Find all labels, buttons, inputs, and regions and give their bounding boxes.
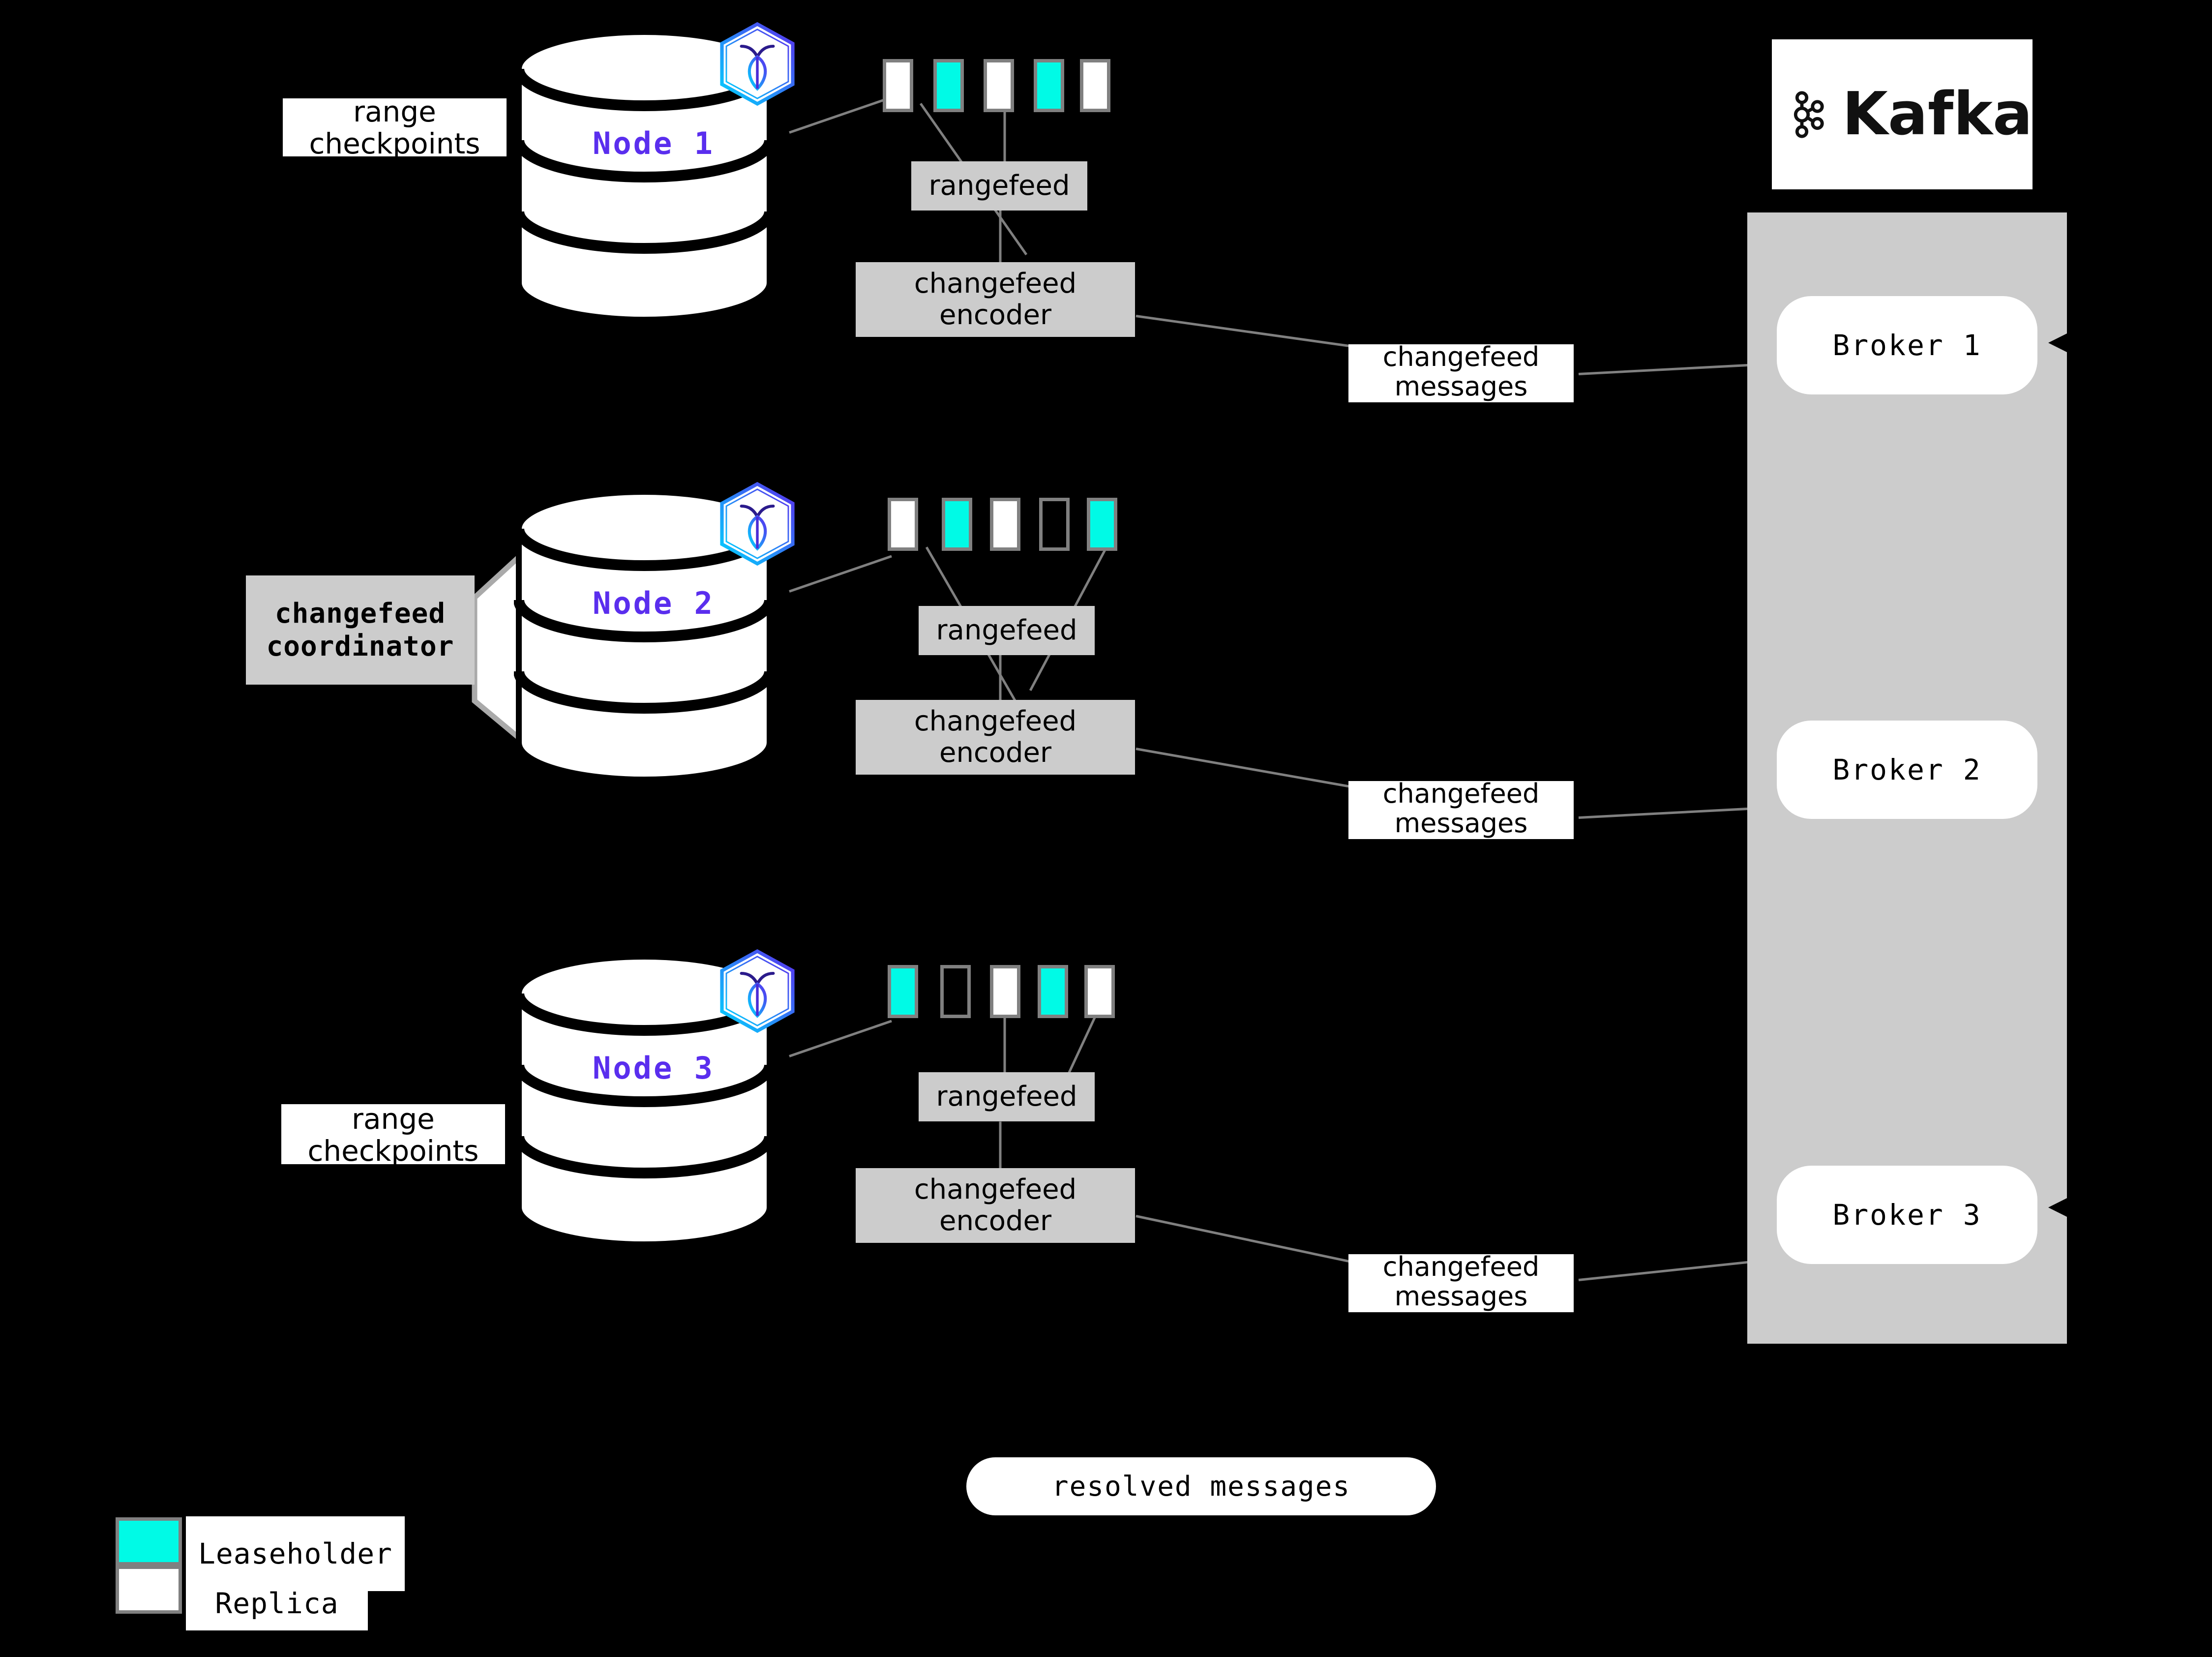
- range-checkpoints-label-node1: range checkpoints: [283, 95, 507, 159]
- connector-node3-encoder-to-messages: [1136, 1215, 1353, 1264]
- connector-node2-encoder-to-messages: [1136, 748, 1354, 789]
- range-box: [1034, 59, 1064, 112]
- encoder-line2: encoder: [939, 299, 1052, 331]
- node-2-label: Node 2: [593, 585, 715, 621]
- changefeed-messages-line2: messages: [1394, 808, 1528, 839]
- legend-text: Replica: [215, 1587, 339, 1620]
- broker-box-3[interactable]: Broker 3: [1777, 1166, 2037, 1264]
- connector-node3-to-ranges: [789, 1020, 892, 1057]
- coordinator-line1: changefeed: [274, 597, 446, 630]
- rangefeed-label: rangefeed: [936, 1080, 1077, 1113]
- rangefeed-box-node3[interactable]: rangefeed: [919, 1072, 1095, 1121]
- kafka-logo-icon: [1794, 90, 1824, 138]
- legend-swatch-leaseholder: [116, 1517, 182, 1566]
- changefeed-messages-label-node2: changefeed messages: [1348, 778, 1574, 839]
- encoder-line1: changefeed: [914, 1173, 1077, 1205]
- connector-node2-messages-to-kafka: [1578, 807, 1751, 819]
- kafka-logo-text: Kafka: [1842, 80, 2033, 149]
- cockroachdb-hex-icon: [713, 480, 802, 570]
- range-box: [888, 965, 918, 1018]
- legend-swatch-replica: [116, 1566, 182, 1614]
- connector-node1-to-ranges: [789, 96, 892, 134]
- changefeed-messages-line2: messages: [1394, 1281, 1528, 1312]
- range-checkpoints-line1: range: [352, 1102, 435, 1136]
- changefeed-messages-label-node1: changefeed messages: [1348, 341, 1574, 402]
- changefeed-messages-line1: changefeed: [1382, 1251, 1540, 1282]
- range-box: [1084, 965, 1115, 1018]
- range-box: [888, 498, 918, 551]
- range-box: [1039, 498, 1070, 551]
- range-box: [984, 59, 1014, 112]
- broker-3-inbound-arrow-icon: [2048, 1195, 2068, 1222]
- connector-node2-to-ranges: [789, 555, 892, 593]
- resolved-messages-ellipse: resolved messages: [966, 1457, 1436, 1515]
- node-2-cylinder: [514, 487, 775, 784]
- changefeed-encoder-box-node2[interactable]: changefeed encoder: [856, 700, 1135, 775]
- encoder-line1: changefeed: [914, 705, 1077, 737]
- cockroachdb-hex-icon: [713, 20, 802, 110]
- connector-node3-messages-to-kafka: [1578, 1261, 1750, 1281]
- range-box: [940, 965, 971, 1018]
- changefeed-coordinator-box[interactable]: changefeed coordinator: [246, 575, 475, 685]
- node-3-cylinder: [514, 952, 775, 1249]
- broker-label: Broker 2: [1832, 753, 1982, 786]
- range-box: [1087, 498, 1117, 551]
- rangefeed-box-node2[interactable]: rangefeed: [919, 606, 1095, 655]
- range-checkpoints-line2: checkpoints: [307, 1134, 479, 1168]
- node-1-cylinder: [514, 27, 775, 325]
- range-checkpoints-label-node3: range checkpoints: [281, 1102, 505, 1168]
- broker-1-inbound-arrow-icon: [2048, 331, 2068, 357]
- changefeed-messages-line2: messages: [1394, 371, 1528, 402]
- resolved-messages-label: resolved messages: [1051, 1470, 1351, 1503]
- legend-label-replica: Replica: [186, 1576, 368, 1630]
- range-checkpoints-line2: checkpoints: [309, 126, 480, 160]
- changefeed-messages-line1: changefeed: [1382, 341, 1540, 372]
- range-box: [990, 965, 1020, 1018]
- range-box: [990, 498, 1020, 551]
- changefeed-encoder-box-node1[interactable]: changefeed encoder: [856, 262, 1135, 337]
- rangefeed-label: rangefeed: [928, 169, 1070, 202]
- changefeed-encoder-box-node3[interactable]: changefeed encoder: [856, 1168, 1135, 1243]
- kafka-logo-box: Kafka: [1772, 39, 2033, 189]
- connector-node1-encoder-to-messages: [1136, 315, 1355, 348]
- range-box: [942, 498, 972, 551]
- broker-box-2[interactable]: Broker 2: [1777, 721, 2037, 819]
- broker-label: Broker 1: [1832, 329, 1982, 362]
- rangefeed-box-node1[interactable]: rangefeed: [911, 161, 1087, 211]
- encoder-line2: encoder: [939, 1205, 1052, 1237]
- cockroachdb-hex-icon: [713, 947, 802, 1037]
- range-box: [883, 59, 913, 112]
- node-1-label: Node 1: [593, 125, 715, 161]
- rangefeed-label: rangefeed: [936, 614, 1077, 646]
- encoder-line2: encoder: [939, 737, 1052, 769]
- changefeed-messages-line1: changefeed: [1382, 778, 1540, 809]
- range-checkpoints-line1: range: [353, 95, 436, 128]
- coordinator-line2: coordinator: [266, 631, 454, 663]
- encoder-line1: changefeed: [914, 267, 1077, 300]
- legend-text: Leaseholder: [198, 1537, 393, 1570]
- broker-label: Broker 3: [1832, 1198, 1982, 1232]
- range-box: [1038, 965, 1068, 1018]
- connector-node1-messages-to-kafka: [1578, 363, 1751, 375]
- broker-box-1[interactable]: Broker 1: [1777, 296, 2037, 394]
- range-box: [933, 59, 964, 112]
- node-3-label: Node 3: [593, 1050, 715, 1086]
- range-box: [1080, 59, 1110, 112]
- changefeed-messages-label-node3: changefeed messages: [1348, 1251, 1574, 1312]
